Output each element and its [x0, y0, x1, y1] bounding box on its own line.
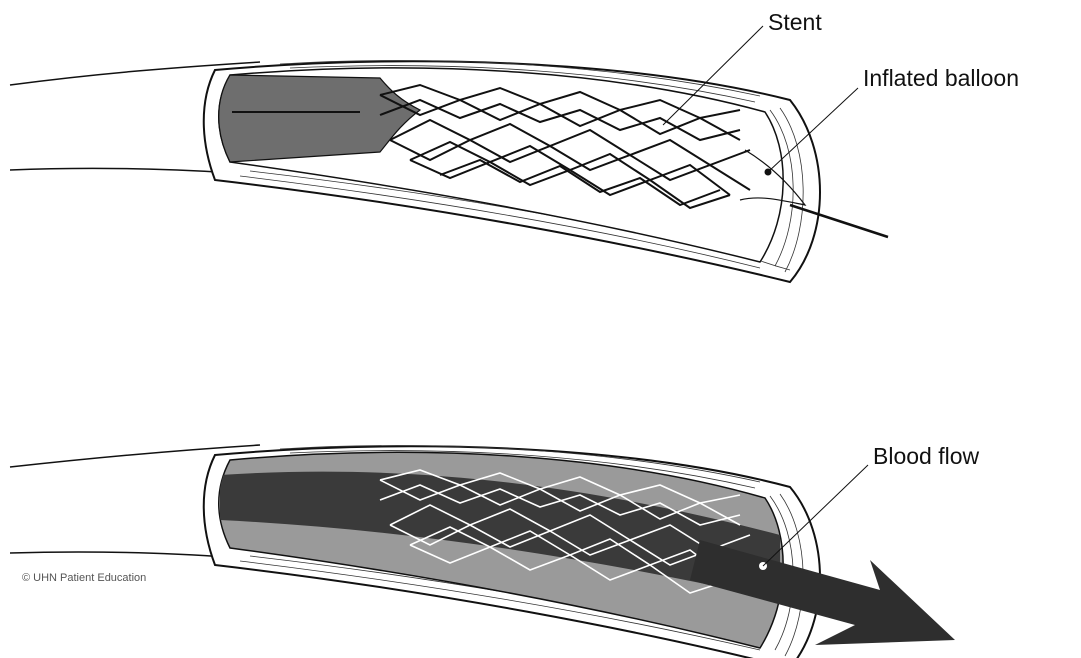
- blood-flow-label: Blood flow: [873, 443, 980, 469]
- artery-bottom: [10, 445, 955, 658]
- stent-label: Stent: [768, 9, 822, 35]
- inflated-balloon-label: Inflated balloon: [863, 65, 1019, 91]
- artery-top: [10, 61, 888, 282]
- copyright-credit: © UHN Patient Education: [22, 572, 146, 584]
